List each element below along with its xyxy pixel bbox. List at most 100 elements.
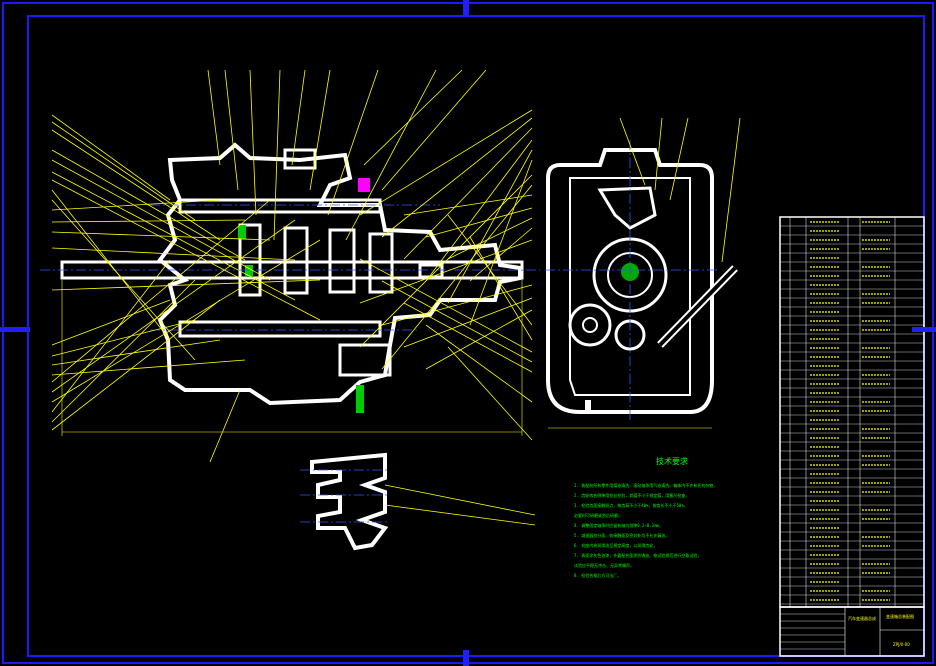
requirement-line: 2. 齿轮啮合侧隙用铅丝检验，其值不小于规定值，用塞尺检查。 <box>574 493 690 498</box>
frame-handle-bottom[interactable] <box>463 650 469 666</box>
leader-line <box>359 239 533 304</box>
leader-line <box>425 324 533 403</box>
leader-line <box>51 199 271 383</box>
leader-line <box>669 117 689 201</box>
leader-line <box>51 171 296 301</box>
leader-line <box>51 259 171 413</box>
leader-line <box>363 69 463 166</box>
gear-4 <box>368 232 394 294</box>
title-block-right: 变速箱总装配图 <box>886 613 914 619</box>
leader-line <box>359 258 533 353</box>
leader-line <box>51 239 321 403</box>
green-bearing-mark <box>238 225 246 239</box>
requirement-line: 4. 调整固定轴承时应留有轴向游隙0.2~0.3mm。 <box>574 523 663 528</box>
magenta-marker <box>358 178 370 192</box>
leader-line <box>51 219 246 223</box>
leader-line <box>447 346 533 441</box>
technical-requirements-lines: 1. 装配前所有零件用煤油清洗，滚动轴承用汽油清洗。箱体内不许有任何杂物。 2.… <box>574 481 770 581</box>
leader-line <box>51 247 296 261</box>
gearbox-housing-outline <box>157 142 522 406</box>
leader-line <box>425 309 533 370</box>
leader-line <box>51 129 221 241</box>
parts-list-table <box>779 216 925 608</box>
leader-line <box>51 114 171 201</box>
leader-line <box>359 109 533 216</box>
leader-line <box>345 69 437 241</box>
title-block-code: ZPJ/0-00 <box>893 642 910 647</box>
leader-line <box>51 319 196 357</box>
requirement-line: 8. 检验合格后方可出厂。 <box>574 573 622 578</box>
title-block-left: 汽车变速器总成 <box>848 615 876 621</box>
side-view-counter-hub <box>582 317 598 333</box>
leader-line <box>291 69 306 166</box>
leader-line <box>51 199 196 361</box>
leader-line <box>51 279 196 423</box>
leader-line <box>51 189 171 341</box>
technical-requirements: 技术要求 1. 装配前所有零件用煤油清洗，滚动轴承用汽油清洗。箱体内不许有任何杂… <box>574 456 770 581</box>
counter-shaft <box>178 320 382 338</box>
leader-line <box>425 207 533 238</box>
leader-line <box>469 227 533 282</box>
leader-line <box>403 127 533 260</box>
leader-line <box>209 389 241 463</box>
leader-line <box>381 284 533 326</box>
frame-handle-top[interactable] <box>463 0 469 16</box>
title-block <box>779 606 925 657</box>
leader-line <box>381 69 487 191</box>
leader-line <box>425 139 533 282</box>
side-view-drain <box>585 400 591 410</box>
green-drain-plug <box>356 385 364 413</box>
leader-line <box>51 179 321 321</box>
inner-frame <box>27 15 925 657</box>
gear-1 <box>238 223 262 297</box>
leader-line <box>51 231 271 241</box>
leader-line <box>51 159 271 281</box>
leader-line <box>384 484 536 516</box>
leader-line <box>51 121 196 221</box>
leader-line <box>249 69 257 216</box>
leader-line <box>469 236 533 341</box>
side-view-inner <box>569 177 691 396</box>
leader-line <box>51 359 246 376</box>
gear-3 <box>328 228 356 294</box>
side-view-counter-gear <box>568 303 612 347</box>
requirement-line: 必要时可研磨或刮后研磨。 <box>574 513 622 518</box>
leader-line <box>654 117 663 191</box>
side-view-lever-inner <box>658 266 737 347</box>
requirement-line: 1. 装配前所有零件用煤油清洗，滚动轴承用汽油清洗。箱体内不许有任何杂物。 <box>574 483 718 488</box>
leader-line <box>381 184 533 370</box>
side-view-shift-fork <box>597 186 657 230</box>
leader-line <box>51 299 221 431</box>
leader-line <box>403 302 533 373</box>
frame-handle-right[interactable] <box>912 327 936 332</box>
leader-line <box>224 69 239 191</box>
leader-line <box>384 504 536 526</box>
leader-line <box>469 159 533 326</box>
leader-line <box>207 69 221 166</box>
frame-handle-left[interactable] <box>0 327 30 332</box>
side-view-housing <box>546 148 714 414</box>
requirement-line: 5. 减速器剖分面、各接触面及密封处均不允许漏油。 <box>574 533 670 538</box>
leader-line <box>359 174 533 348</box>
green-shaft-mark <box>245 265 253 277</box>
requirement-line: 6. 机座内装润滑油至规定高度，以润滑齿轮。 <box>574 543 658 548</box>
leader-line <box>327 69 379 216</box>
requirement-line: 3. 检验齿面接触斑点，按齿高不小于40%，按齿长不小于50%。 <box>574 503 688 508</box>
output-flange <box>418 263 444 279</box>
leader-line <box>619 117 646 186</box>
shift-rail <box>178 198 382 214</box>
drawing-lines <box>40 69 925 657</box>
leader-line <box>381 117 533 238</box>
technical-requirements-title: 技术要求 <box>656 457 688 466</box>
leader-line <box>403 194 533 216</box>
leader-line <box>381 280 533 363</box>
leader-line <box>447 149 533 304</box>
leader-line <box>447 217 533 260</box>
leader-line <box>51 149 246 261</box>
reverse-gear <box>338 343 392 377</box>
requirement-line: 7. 表面涂灰色油漆，外露配合面涂防锈油。按试验规范进行空载试验， <box>574 553 702 558</box>
leader-line <box>51 339 221 366</box>
detail-view <box>310 452 389 551</box>
leader-line <box>273 69 281 241</box>
leader-line <box>51 199 221 211</box>
